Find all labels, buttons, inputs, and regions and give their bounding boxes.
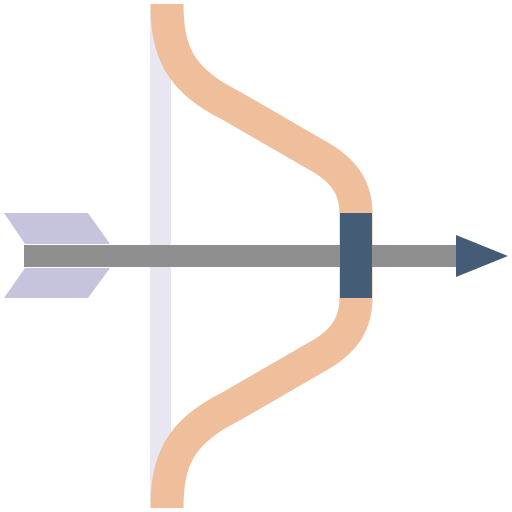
bow-grip-icon: [340, 213, 372, 298]
arrow-shaft-icon: [24, 245, 464, 267]
fletching-lower-icon: [4, 268, 110, 298]
arrowhead-icon: [456, 235, 508, 277]
fletching-icon: [4, 213, 110, 244]
